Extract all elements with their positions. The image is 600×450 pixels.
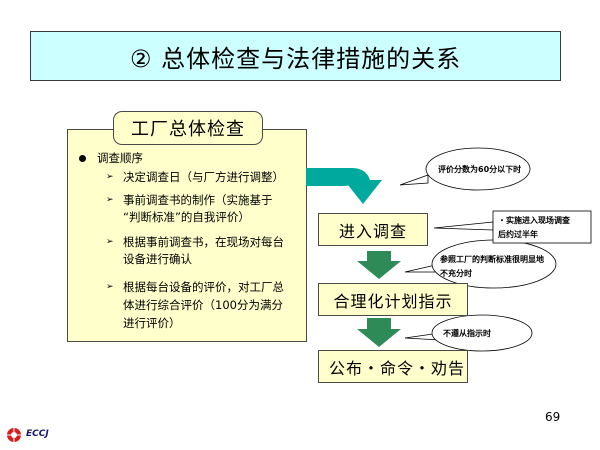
procedure-item-cont: 设备进行确认: [123, 252, 192, 266]
callout-tail: [399, 174, 429, 186]
callout-insufficient-cont: 不充分时: [440, 269, 472, 278]
procedure-item: 决定调查日（与厂方进行调整）: [123, 170, 284, 184]
procedure-item: 事前调查书的制作（实施基于: [123, 193, 273, 207]
arrowhead-icon: ➢: [106, 237, 114, 247]
page-number: 69: [545, 410, 561, 424]
callout-bubble: [425, 147, 531, 191]
title-banner: ② 总体检查与法律措施的关系: [30, 31, 561, 81]
arrowhead-icon: ➢: [106, 172, 114, 182]
inspection-procedure-panel: [67, 129, 307, 342]
procedure-heading: 调查顺序: [97, 151, 143, 165]
panel-header: 工厂总体检查: [113, 111, 263, 145]
callout-noncompliance: 不遵从指示时: [443, 329, 491, 338]
callout-insufficient: 参照工厂的判断标准很明显地: [440, 255, 544, 264]
procedure-item: 根据事前调查书，在现场对每台: [123, 235, 284, 249]
procedure-item-cont: 体进行综合评价（100分为满分: [123, 298, 283, 312]
callout-site-survey: ・实施进入现场调查: [498, 216, 570, 225]
logo-text: ECCJ: [26, 429, 49, 439]
procedure-item-cont: “判断标准”的自我评价）: [123, 210, 250, 224]
eccj-logo-icon: [7, 428, 21, 442]
arrowhead-icon: ➢: [106, 195, 114, 205]
step-entry-survey: 进入调查: [318, 213, 428, 246]
callout-site-survey-cont: 后约过半年: [498, 230, 538, 239]
curved-flow-arrow: [306, 168, 382, 204]
callout-score-condition: 评价分数为60分以下时: [438, 165, 522, 174]
procedure-item-cont: 进行评价）: [123, 316, 181, 330]
note-pointer: [433, 221, 494, 231]
down-arrow-2: [357, 318, 401, 347]
note-box: [492, 210, 592, 244]
page-title: ② 总体检查与法律措施的关系: [129, 44, 462, 73]
down-arrow-1: [357, 251, 401, 279]
callout-bubble: [431, 314, 533, 352]
step-plan-instruction: 合理化计划指示: [318, 283, 468, 316]
arrowhead-icon: ➢: [106, 282, 114, 292]
procedure-item: 根据每台设备的评价，对工厂总: [123, 280, 284, 294]
bullet-icon: [79, 155, 86, 162]
step-publish-order-advise: 公布・命令・劝告: [318, 350, 468, 383]
